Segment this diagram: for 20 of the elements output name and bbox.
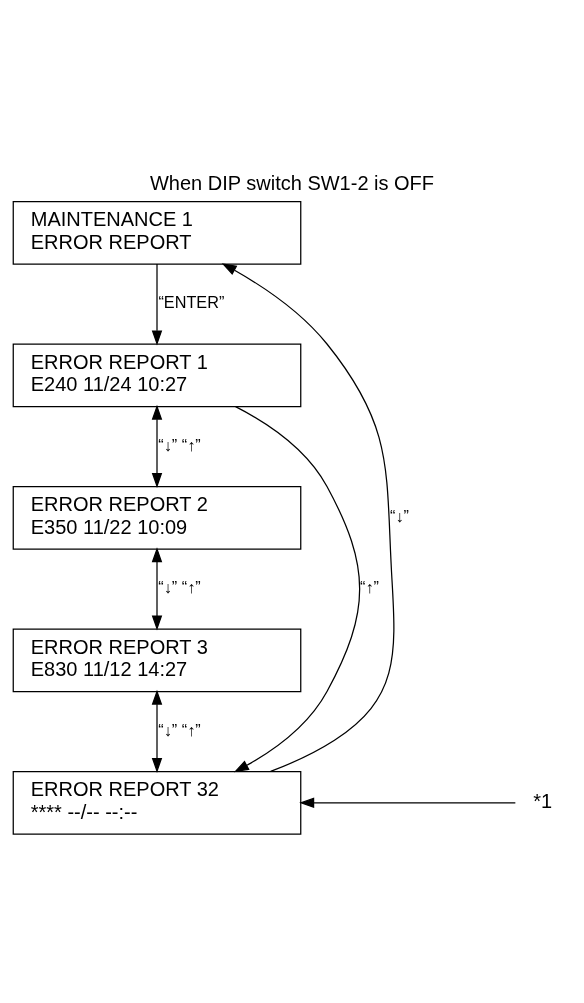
arrow (151, 547, 163, 631)
edge-label: “↓” “↑” (158, 435, 201, 454)
node-box: ERROR REPORT 32 **** --/-- --:-- (12, 770, 302, 835)
edge-label: “↓” “↑” (158, 578, 201, 597)
edge-label: “↓” “↑” (158, 720, 201, 739)
node-text: *1 (533, 789, 553, 812)
node-box: MAINTENANCE 1 ERROR REPORT (12, 200, 302, 265)
edge-label: “↑” (360, 578, 379, 597)
arrow (151, 263, 163, 346)
arrow (151, 689, 163, 773)
arrow (151, 404, 163, 488)
arrow (233, 406, 361, 773)
node-box: ERROR REPORT 1 E240 11/24 10:27 (12, 343, 302, 408)
arrow (299, 797, 516, 808)
node-box: ERROR REPORT 2 E350 11/22 10:09 (12, 485, 302, 550)
arrow (221, 263, 395, 773)
edge-label: “ENTER” (158, 293, 225, 312)
diagram-title: When DIP switch SW1-2 is OFF (149, 172, 435, 194)
node-box: ERROR REPORT 3 E830 11/12 14:27 (12, 628, 302, 693)
edge-label: “↓” (390, 507, 409, 525)
